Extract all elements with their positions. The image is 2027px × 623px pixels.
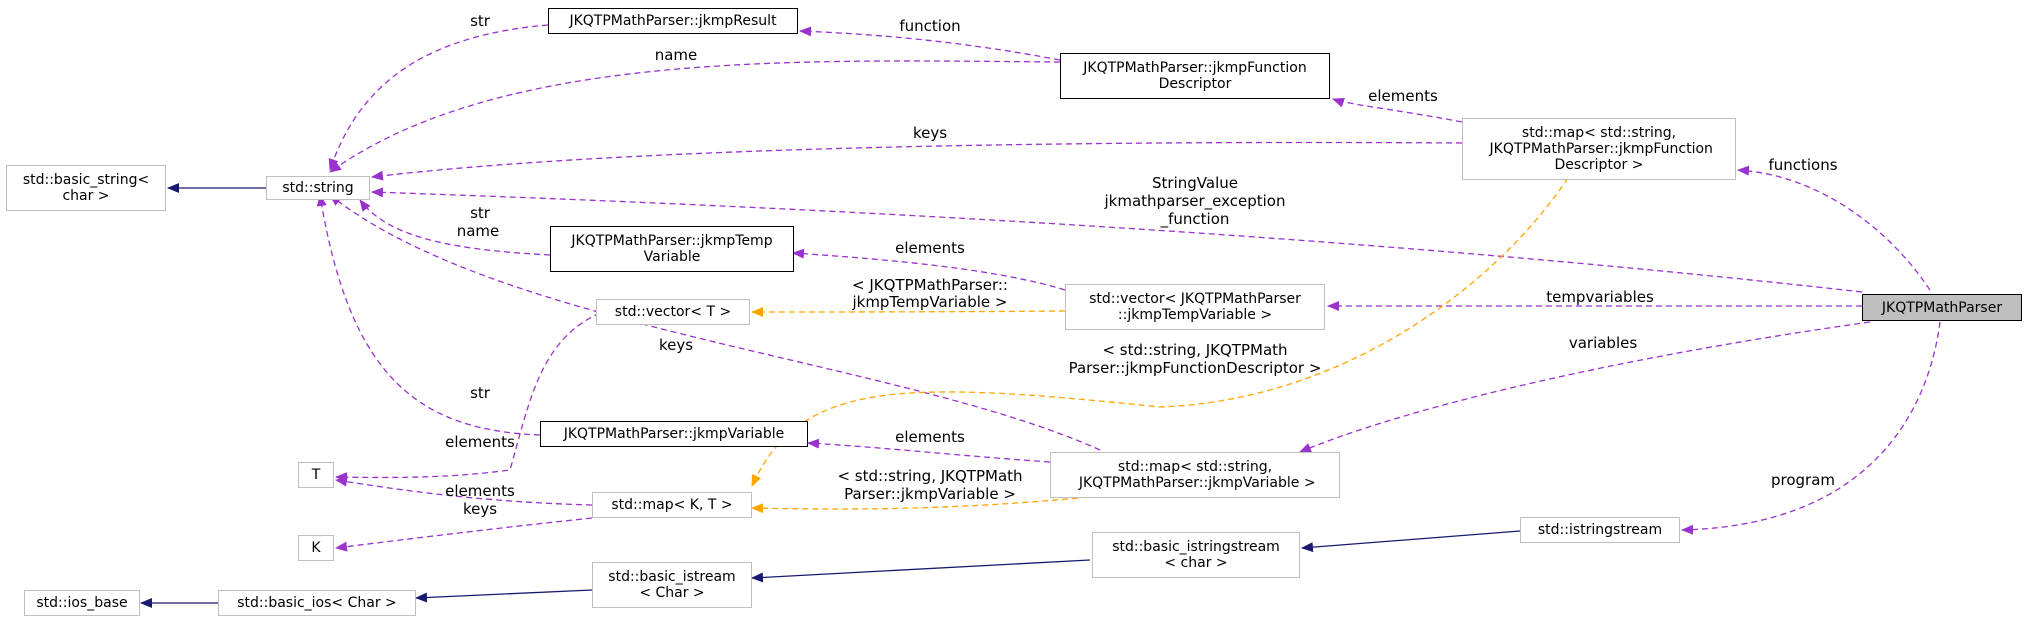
node-basic-istringstream[interactable]: std::basic_istringstream < char > bbox=[1092, 532, 1300, 578]
edge-main-stringvalue bbox=[371, 187, 1863, 293]
edge-mapfd-mapKT bbox=[751, 177, 1569, 487]
node-std-string[interactable]: std::string bbox=[266, 176, 370, 200]
node-vector-T[interactable]: std::vector< T > bbox=[596, 299, 750, 325]
label-elements-mapKT: elements bbox=[445, 482, 515, 500]
node-jkmpvariable[interactable]: JKQTPMathParser::jkmpVariable bbox=[540, 421, 808, 447]
label-mapvar-tmpl-2: Parser::jkmpVariable > bbox=[844, 485, 1016, 503]
label-elements-tv: elements bbox=[895, 239, 965, 257]
edge-istringstream-basic-istringstream bbox=[1301, 530, 1521, 553]
node-jkmpresult[interactable]: JKQTPMathParser::jkmpResult bbox=[548, 8, 798, 34]
label-stringvalue-3: _function bbox=[1160, 210, 1230, 229]
edge-vectv-elements bbox=[792, 248, 1066, 291]
node-T[interactable]: T bbox=[298, 462, 334, 488]
node-map-KT[interactable]: std::map< K, T > bbox=[592, 492, 752, 518]
edge-basic-istringstream-basic-istream bbox=[751, 559, 1091, 583]
label-elements-var: elements bbox=[895, 428, 965, 446]
edge-mapKT-keys bbox=[335, 517, 593, 552]
edge-tv-str-name bbox=[359, 199, 551, 256]
label-keys-mapKT: keys bbox=[463, 500, 497, 518]
edge-basic-istream-basic-ios bbox=[415, 589, 593, 603]
node-vector-tempvariable[interactable]: std::vector< JKQTPMathParser ::jkmpTempV… bbox=[1065, 284, 1325, 330]
node-basic-istream[interactable]: std::basic_istream < Char > bbox=[592, 562, 752, 608]
edge-main-functions bbox=[1737, 165, 1931, 291]
label-var-str: str bbox=[470, 384, 491, 402]
label-mapfd-tmpl-2: Parser::jkmpFunctionDescriptor > bbox=[1069, 359, 1322, 377]
label-function: function bbox=[899, 17, 960, 35]
node-basic-ios[interactable]: std::basic_ios< Char > bbox=[218, 590, 416, 616]
edge-main-variables bbox=[1299, 321, 1871, 453]
label-elements-vecT: elements bbox=[445, 433, 515, 451]
node-basic-string[interactable]: std::basic_string< char > bbox=[6, 165, 166, 211]
edge-mapfd-elements bbox=[1332, 97, 1463, 123]
label-keys-mapfd: keys bbox=[913, 124, 947, 142]
label-elements-fd: elements bbox=[1368, 87, 1438, 105]
edge-mapKT-elements bbox=[335, 476, 593, 506]
label-keys-var: keys bbox=[659, 336, 693, 354]
edge-vecT-elements bbox=[335, 312, 601, 483]
edge-mapfd-keys bbox=[371, 141, 1463, 181]
label-stringvalue-1: StringValue bbox=[1152, 174, 1238, 192]
label-fd-name: name bbox=[655, 46, 698, 64]
label-mapfd-tmpl-1: < std::string, JKQTPMath bbox=[1102, 341, 1287, 359]
node-map-functiondescriptor[interactable]: std::map< std::string, JKQTPMathParser::… bbox=[1462, 118, 1736, 180]
label-tv-str: str bbox=[470, 204, 491, 222]
edge-result-str bbox=[328, 24, 549, 171]
edge-fd-name bbox=[329, 60, 1061, 173]
label-tempvariables: tempvariables bbox=[1546, 288, 1654, 306]
label-stringvalue-2: jkmathparser_exception bbox=[1104, 192, 1286, 211]
node-istringstream[interactable]: std::istringstream bbox=[1520, 517, 1680, 543]
edge-fd-function bbox=[799, 26, 1061, 61]
node-jkqtpmathparser[interactable]: JKQTPMathParser bbox=[1862, 294, 2022, 321]
edge-mapvar-mapKT bbox=[751, 497, 1079, 514]
label-result-str: str bbox=[470, 12, 491, 30]
edge-var-str bbox=[316, 194, 541, 436]
node-K[interactable]: K bbox=[298, 535, 334, 561]
label-vector-tmpl-2: jkmpTempVariable > bbox=[851, 293, 1007, 311]
node-map-variable[interactable]: std::map< std::string, JKQTPMathParser::… bbox=[1050, 452, 1340, 498]
node-jkmptempvariable[interactable]: JKQTPMathParser::jkmpTemp Variable bbox=[550, 226, 794, 272]
label-variables: variables bbox=[1569, 334, 1638, 352]
node-ios-base[interactable]: std::ios_base bbox=[24, 590, 140, 616]
label-program: program bbox=[1771, 471, 1835, 489]
edge-mapvar-keys bbox=[329, 194, 1101, 451]
label-vector-tmpl-1: < JKQTPMathParser:: bbox=[852, 276, 1008, 294]
label-tv-name: name bbox=[457, 222, 500, 240]
node-jkmpfunctiondescriptor[interactable]: JKQTPMathParser::jkmpFunction Descriptor bbox=[1060, 53, 1330, 99]
label-mapvar-tmpl-1: < std::string, JKQTPMath bbox=[837, 467, 1022, 485]
edge-main-program bbox=[1681, 321, 1941, 535]
label-functions: functions bbox=[1768, 156, 1837, 174]
edge-vectv-vecT bbox=[751, 306, 1066, 317]
edge-mapvar-elements bbox=[807, 438, 1051, 463]
